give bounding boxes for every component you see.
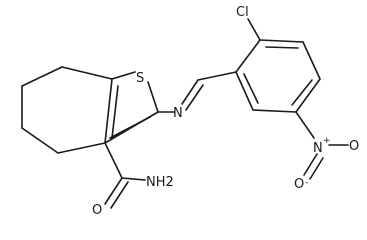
nitro-group <box>295 111 349 180</box>
imine-nitrogen-label: N <box>173 106 183 121</box>
chloro-bond <box>247 18 261 41</box>
thiophene-ring <box>104 71 159 144</box>
nitro-oxygen-upper-label: O <box>349 139 359 154</box>
nitro-nitrogen-label: N <box>313 141 323 156</box>
nitro-nitrogen-charge: + <box>323 136 331 146</box>
structure-drawing: S N Cl N + O O - O NH2 <box>21 5 359 218</box>
benzene-ring <box>235 39 321 113</box>
chlorine-atom-label: Cl <box>236 5 249 20</box>
sulfur-atom-label: S <box>136 71 144 86</box>
molecule-structure: S N Cl N + O O - O NH2 <box>21 5 359 218</box>
nitro-oxygen-lower-label: O <box>294 177 304 192</box>
imine-linkage <box>157 71 237 113</box>
amide-oxygen-label: O <box>92 203 102 218</box>
cyclohexane-ring <box>21 66 113 154</box>
amide-nh2-label: NH2 <box>146 175 174 190</box>
carboxamide-group <box>104 142 146 209</box>
nitro-oxygen-lower-charge: - <box>305 178 308 188</box>
